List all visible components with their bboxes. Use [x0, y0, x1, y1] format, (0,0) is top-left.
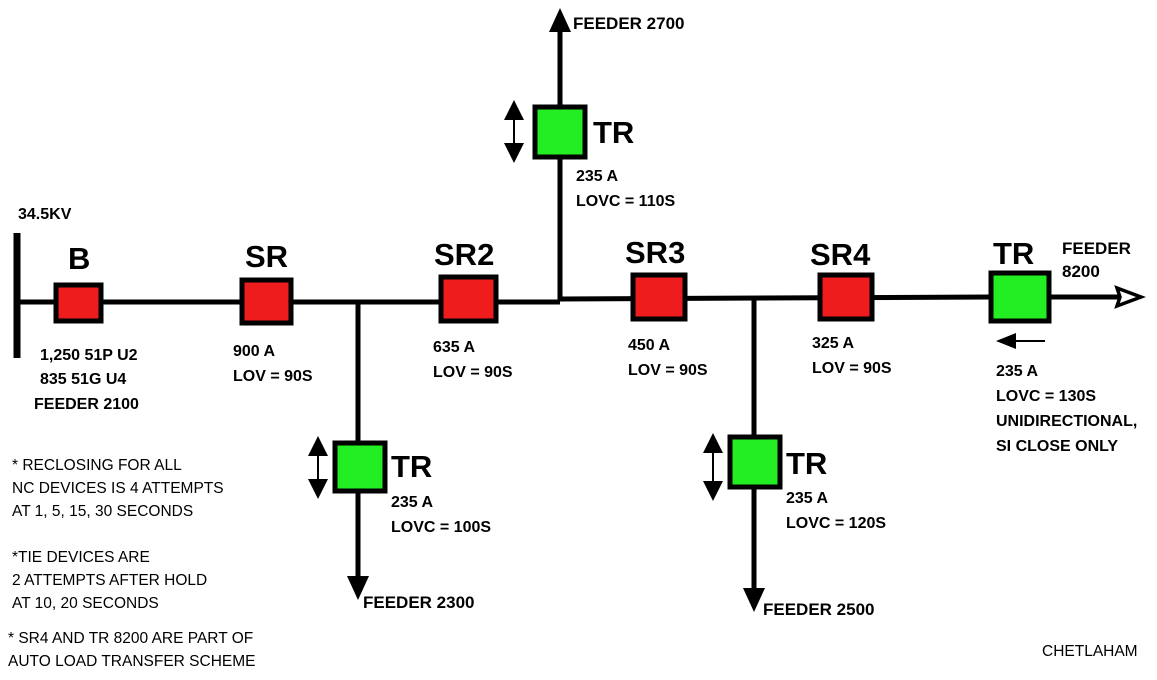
voltage-label: 34.5KV	[18, 206, 72, 223]
breaker-box[interactable]	[53, 282, 104, 324]
sr2-current: 635 A	[433, 339, 476, 356]
tie-2500-box[interactable]	[727, 434, 783, 490]
note-line-8: AUTO LOAD TRANSFER SCHEME	[8, 653, 255, 670]
footer-label: CHETLAHAM	[1042, 643, 1138, 660]
feeder-8200-label-1: FEEDER	[1062, 239, 1131, 258]
tie-2300-setting: LOVC = 100S	[391, 519, 491, 536]
tie-2500-current: 235 A	[786, 490, 829, 507]
note-line-4: *TIE DEVICES ARE	[12, 549, 150, 566]
feeder-2700-label: FEEDER 2700	[573, 14, 685, 33]
breaker-line-3: FEEDER 2100	[34, 396, 139, 413]
sr1-box[interactable]	[239, 277, 294, 326]
sr1-label: SR	[245, 239, 288, 274]
sr3-box[interactable]	[630, 272, 688, 322]
sr4-box[interactable]	[817, 272, 875, 322]
tie-2300-current: 235 A	[391, 494, 434, 511]
feeder-2700-arrow	[549, 8, 571, 32]
tie-2500-label: TR	[786, 446, 827, 481]
tie-2500-setting: LOVC = 120S	[786, 515, 886, 532]
tie-2700-box[interactable]	[532, 104, 588, 160]
note-line-5: 2 ATTEMPTS AFTER HOLD	[12, 572, 207, 589]
sr2-setting: LOV = 90S	[433, 364, 513, 381]
feeder-8200-arrow	[1114, 285, 1146, 309]
sr4-setting: LOV = 90S	[812, 360, 892, 377]
feeder-2300-label: FEEDER 2300	[363, 593, 475, 612]
tie-8200-note-1: UNIDIRECTIONAL,	[996, 413, 1137, 430]
main-line-2	[559, 294, 991, 302]
tie-8200-setting: LOVC = 130S	[996, 388, 1096, 405]
breaker-label: B	[68, 241, 90, 276]
tie-8200-box[interactable]	[988, 270, 1052, 324]
note-line-3: AT 1, 5, 15, 30 SECONDS	[12, 503, 193, 520]
feeder-2300-arrow	[347, 576, 369, 600]
bidirectional-arrow-icon	[308, 436, 328, 499]
note-line-6: AT 10, 20 SECONDS	[12, 595, 159, 612]
tie-2300-box[interactable]	[332, 440, 388, 494]
tie-8200-label: TR	[993, 236, 1034, 271]
breaker-line-1: 1,250 51P U2	[40, 347, 138, 364]
sr4-label: SR4	[810, 237, 871, 272]
bidirectional-arrow-icon	[703, 433, 723, 501]
tie-8200-note-2: SI CLOSE ONLY	[996, 438, 1118, 455]
feeder-2500-label: FEEDER 2500	[763, 600, 875, 619]
feeder-2500-arrow	[743, 588, 765, 612]
tie-2700-current: 235 A	[576, 168, 619, 185]
sr1-setting: LOV = 90S	[233, 368, 313, 385]
sr4-current: 325 A	[812, 335, 855, 352]
note-line-7: * SR4 AND TR 8200 ARE PART OF	[8, 630, 253, 647]
bidirectional-arrow-icon	[504, 100, 524, 163]
sr3-current: 450 A	[628, 337, 671, 354]
left-arrow-icon	[996, 333, 1045, 349]
tie-2300-label: TR	[391, 449, 432, 484]
note-line-1: * RECLOSING FOR ALL	[12, 457, 182, 474]
tie-8200-current: 235 A	[996, 363, 1039, 380]
note-line-2: NC DEVICES IS 4 ATTEMPTS	[12, 480, 224, 497]
sr3-setting: LOV = 90S	[628, 362, 708, 379]
tie-2700-label: TR	[593, 115, 634, 150]
feeder-8200-label-2: 8200	[1062, 262, 1100, 281]
sr3-label: SR3	[625, 235, 685, 270]
breaker-line-2: 835 51G U4	[40, 371, 126, 388]
sr1-current: 900 A	[233, 343, 276, 360]
tie-2700-setting: LOVC = 110S	[576, 193, 675, 210]
sr2-label: SR2	[434, 237, 494, 272]
sr2-box[interactable]	[438, 274, 499, 324]
